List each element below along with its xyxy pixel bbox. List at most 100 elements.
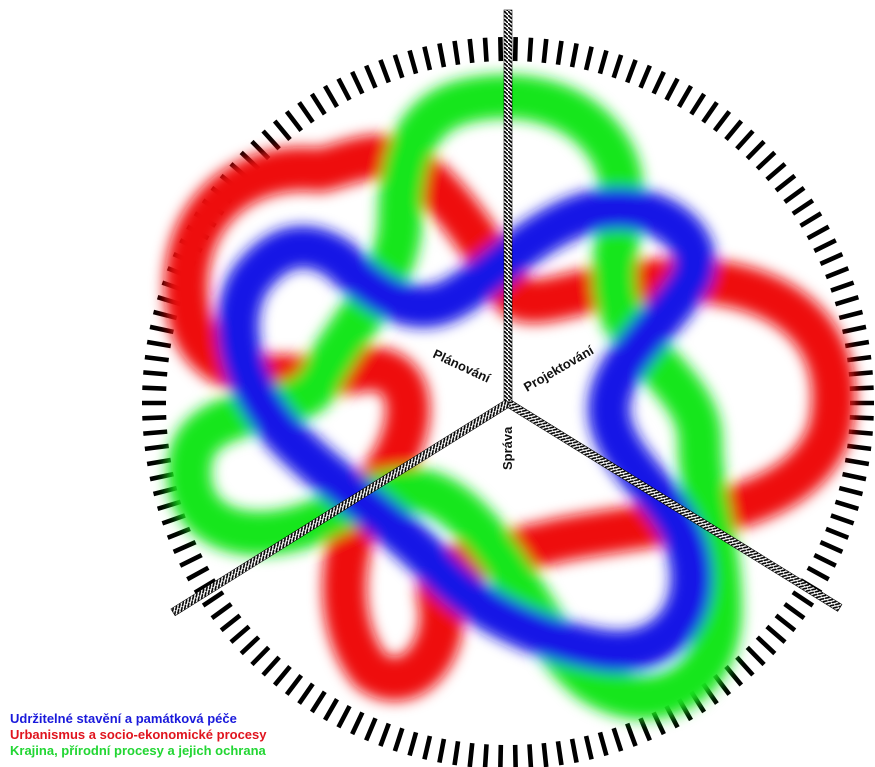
ring-tick	[826, 268, 848, 277]
ring-tick	[352, 72, 362, 94]
ring-tick	[143, 372, 167, 374]
ring-tick	[168, 529, 190, 538]
ring-tick	[831, 515, 854, 523]
ring-tick	[275, 121, 290, 139]
ring-tick	[529, 744, 531, 767]
ring-tick	[703, 102, 717, 122]
ring-tick	[641, 718, 650, 740]
ring-tick	[410, 50, 416, 73]
ring-tick	[212, 604, 231, 618]
ring-tick	[287, 111, 302, 130]
ring-tick	[845, 342, 869, 346]
ring-tick	[726, 667, 741, 685]
ring-tick	[614, 728, 621, 751]
ring-tick	[455, 741, 459, 765]
ring-tick	[558, 41, 562, 65]
ring-tick	[767, 164, 785, 180]
ring-tick	[174, 542, 196, 552]
ring-tick	[470, 743, 473, 767]
ring-tick	[820, 254, 842, 264]
sector-label-administration: Správa	[500, 426, 515, 470]
ring-tick	[515, 745, 516, 767]
ring-tick	[455, 41, 459, 65]
ring-tick	[380, 724, 388, 746]
ring-tick	[529, 38, 531, 62]
ring-tick	[312, 94, 325, 114]
ring-tick	[776, 176, 795, 191]
ring-tick	[627, 724, 635, 746]
ring-tick	[715, 111, 730, 130]
ring-tick	[325, 699, 337, 720]
ring-tick	[600, 50, 606, 73]
ring-tick	[808, 227, 829, 239]
ring-tick	[312, 692, 325, 712]
ring-tick	[325, 86, 337, 107]
ring-tick	[221, 615, 240, 630]
ring-tick	[843, 474, 866, 479]
ring-tick	[835, 502, 858, 509]
ring-tick	[142, 417, 166, 418]
ring-tick	[600, 732, 606, 755]
ring-tick	[614, 55, 621, 78]
ring-tick	[831, 283, 854, 291]
ring-tick	[424, 736, 429, 759]
ring-tick	[627, 60, 635, 82]
ring-tick	[814, 555, 835, 566]
ring-tick	[572, 739, 576, 763]
ring-tick	[275, 667, 290, 685]
ring-tick	[572, 43, 576, 67]
ring-tick	[187, 568, 208, 580]
ring-tick	[410, 732, 416, 755]
ring-tick	[424, 47, 429, 70]
ring-tick	[835, 297, 858, 304]
sector-label-planning: Plánování	[431, 346, 493, 386]
ring-tick	[352, 712, 362, 734]
ring-tick	[500, 37, 501, 61]
ring-tick	[299, 102, 313, 122]
ring-tick	[380, 60, 388, 82]
ring-tick	[147, 460, 171, 464]
ring-tick	[801, 213, 822, 225]
ring-tick	[366, 66, 375, 88]
ring-tick	[793, 200, 813, 213]
ring-tick	[299, 684, 313, 704]
ring-tick	[485, 744, 487, 767]
ring-tick	[847, 357, 871, 360]
ring-tick	[747, 142, 764, 159]
ring-tick	[338, 79, 349, 100]
ring-tick	[439, 739, 443, 763]
ring-tick	[287, 675, 302, 694]
legend: Udržitelné stavění a památková péče Urba…	[10, 711, 266, 759]
ring-tick	[737, 657, 753, 675]
ring-tick	[470, 39, 473, 63]
ring-tick	[558, 741, 562, 765]
ring-tick	[808, 568, 829, 580]
ring-tick	[843, 327, 866, 332]
ring-tick	[826, 529, 848, 538]
ring-tick	[586, 47, 591, 70]
ring-tick	[785, 604, 804, 618]
ring-tick	[180, 555, 201, 566]
ring-tick	[839, 312, 862, 318]
ring-tick	[485, 38, 487, 62]
ring-tick	[544, 743, 547, 767]
ring-tick	[263, 657, 279, 675]
legend-item-urbanism: Urbanismus a socio-ekonomické procesy	[10, 727, 266, 743]
ring-tick	[263, 131, 279, 149]
ring-tick	[231, 626, 249, 642]
ring-tick	[338, 706, 349, 727]
ring-tick	[847, 446, 871, 449]
ring-tick	[839, 488, 862, 494]
ring-tick	[142, 388, 166, 389]
ring-tick	[845, 460, 869, 464]
ring-tick	[785, 188, 804, 202]
ring-tick	[515, 37, 516, 61]
ring-tick	[666, 79, 677, 100]
ring-tick	[395, 728, 402, 751]
ring-tick	[500, 745, 501, 767]
ring-tick	[641, 66, 650, 88]
ring-tick	[366, 718, 375, 740]
ring-tick	[252, 647, 269, 664]
ring-tick	[654, 72, 664, 94]
